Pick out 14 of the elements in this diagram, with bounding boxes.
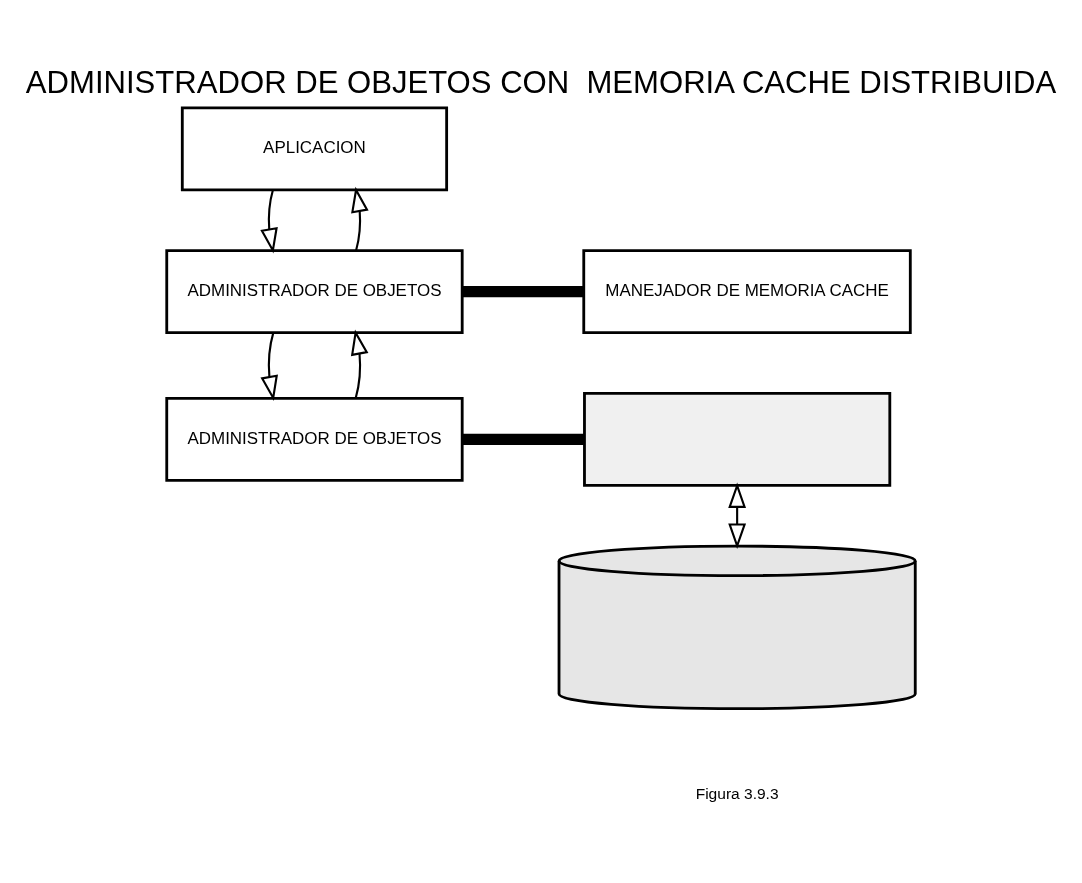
node-box: MANEJADOR DE MEMORIA CACHE [582, 249, 912, 335]
node-box [583, 392, 892, 487]
arrow [728, 482, 747, 549]
arrow [260, 189, 278, 254]
connector [462, 286, 584, 298]
connector [462, 433, 585, 446]
node-box: APLICACION [180, 106, 449, 192]
node-box: ADMINISTRADOR DE OBJETOS [165, 396, 464, 482]
arrow [260, 332, 278, 402]
caption: Figura 3.9.3 [695, 784, 779, 802]
node-box: ADMINISTRADOR DE OBJETOS [165, 249, 464, 335]
arrow [351, 186, 369, 251]
arrow [350, 329, 369, 399]
diagram-title: ADMINISTRADOR DE OBJETOS CON MEMORIA CACHE DISTRIBUIDA [25, 65, 1057, 101]
